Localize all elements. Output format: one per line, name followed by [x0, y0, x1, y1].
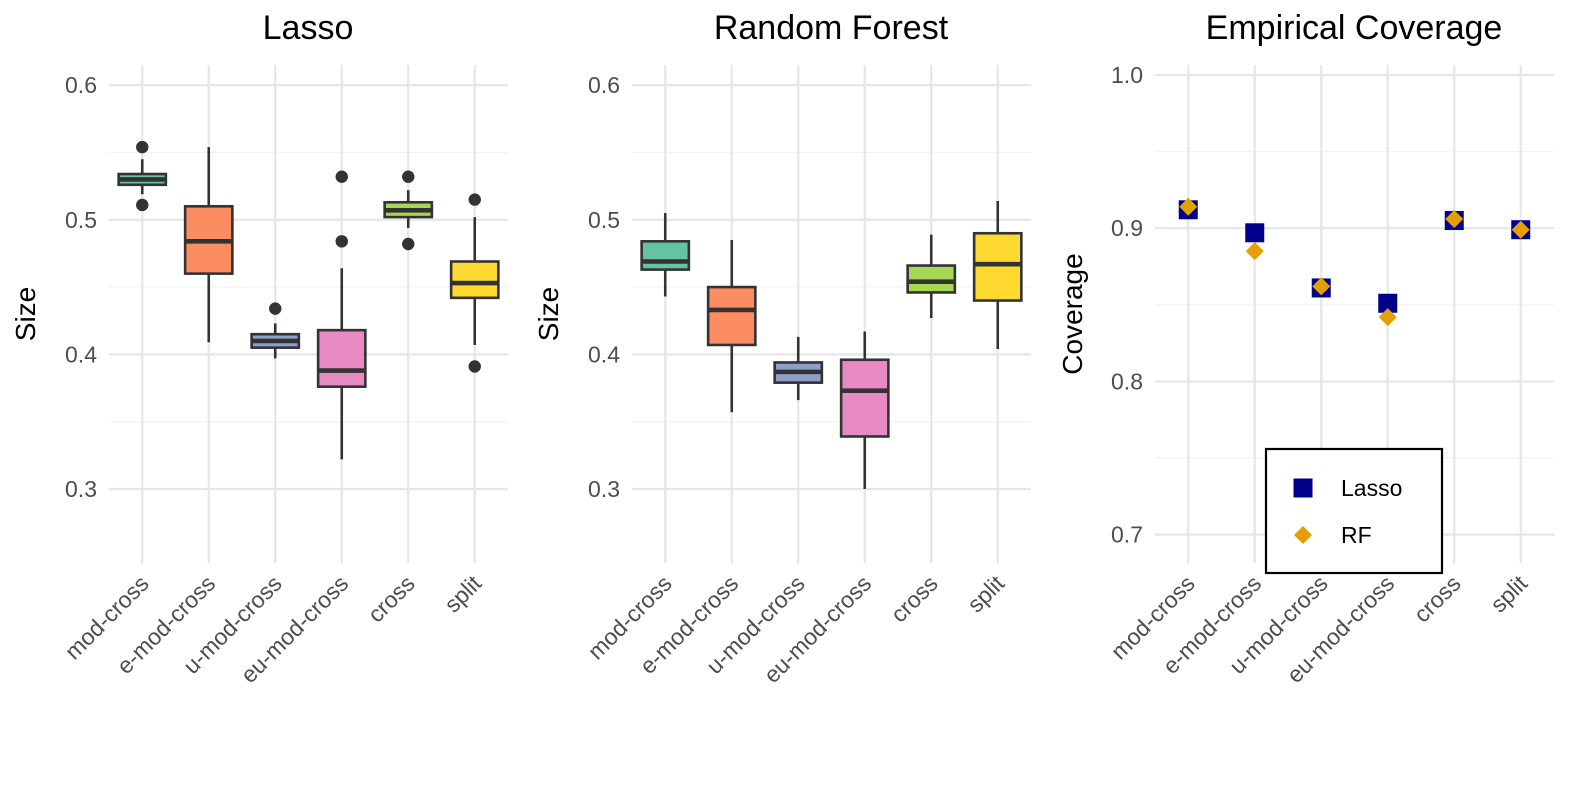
y-tick-label: 0.5: [588, 207, 620, 233]
outlier-point: [136, 198, 149, 212]
point-square: [1245, 223, 1265, 243]
point-diamond: [1445, 209, 1464, 228]
y-tick-label: 0.4: [588, 341, 620, 367]
series-lasso: [1178, 200, 1531, 313]
box-cross: [383, 170, 434, 251]
series-rf: [1179, 197, 1530, 327]
box-mod-cross: [640, 213, 691, 297]
outlier-point: [335, 235, 348, 248]
legend-label: RF: [1341, 522, 1372, 548]
box-split: [972, 200, 1023, 349]
box-body: [839, 358, 890, 438]
box-eu-mod-cross: [316, 170, 367, 460]
box-e-mod-cross: [183, 147, 234, 343]
outlier-point: [269, 302, 282, 315]
box-mod-cross: [117, 140, 168, 212]
point-diamond: [1378, 308, 1397, 327]
y-tick-label: 0.6: [65, 72, 97, 98]
legend-box: [1264, 447, 1444, 575]
panel-2: 0.30.40.50.6mod-crosse-mod-crossu-mod-cr…: [533, 9, 1031, 688]
box-body: [706, 285, 757, 347]
outlier-point: [468, 193, 481, 206]
y-tick-label: 0.3: [588, 476, 620, 502]
x-tick-label: cross: [363, 570, 420, 627]
outlier-point: [468, 360, 481, 373]
y-tick-label: 0.9: [1111, 215, 1143, 241]
box-body: [640, 240, 691, 271]
box-e-mod-cross: [706, 239, 757, 413]
panel-1: 0.30.40.50.6mod-crosse-mod-crossu-mod-cr…: [10, 9, 508, 688]
y-tick-label: 0.7: [1111, 522, 1143, 548]
box-body: [972, 231, 1023, 302]
outlier-point: [402, 170, 415, 183]
legend-key-diamond: [1294, 526, 1312, 544]
chart-title: Lasso: [263, 9, 354, 47]
chart-title: Empirical Coverage: [1206, 9, 1503, 47]
point-square: [1378, 293, 1398, 313]
y-axis-label: Size: [533, 287, 564, 341]
y-axis-label: Coverage: [1057, 253, 1088, 374]
outlier-point: [136, 140, 149, 154]
panel-3: 0.70.80.91.0mod-crosse-mod-crossu-mod-cr…: [1057, 9, 1554, 688]
y-tick-label: 0.5: [65, 207, 97, 233]
box-body: [449, 260, 500, 300]
y-tick-label: 0.6: [588, 72, 620, 98]
box-split: [449, 193, 500, 373]
x-tick-label: split: [1485, 570, 1533, 618]
y-tick-label: 0.8: [1111, 368, 1143, 394]
outlier-point: [402, 237, 415, 251]
box-eu-mod-cross: [839, 331, 890, 489]
legend-label: Lasso: [1341, 475, 1402, 501]
outlier-point: [335, 170, 348, 183]
point-diamond: [1312, 277, 1331, 296]
y-axis-label: Size: [10, 287, 41, 341]
x-tick-label: cross: [1409, 570, 1466, 627]
point-diamond: [1245, 242, 1264, 261]
point-diamond: [1511, 220, 1530, 239]
x-tick-label: split: [439, 570, 487, 618]
box-u-mod-cross: [773, 336, 824, 401]
box-cross: [906, 234, 957, 319]
box-u-mod-cross: [250, 302, 301, 359]
box-body: [906, 264, 957, 294]
box-body: [316, 328, 367, 388]
point-diamond: [1179, 197, 1198, 216]
chart-title: Random Forest: [714, 9, 949, 47]
legend-key-square: [1293, 478, 1313, 498]
x-tick-label: split: [962, 570, 1010, 618]
y-tick-label: 0.3: [65, 476, 97, 502]
y-tick-label: 1.0: [1111, 62, 1143, 88]
x-tick-label: cross: [886, 570, 943, 627]
y-tick-label: 0.4: [65, 341, 97, 367]
